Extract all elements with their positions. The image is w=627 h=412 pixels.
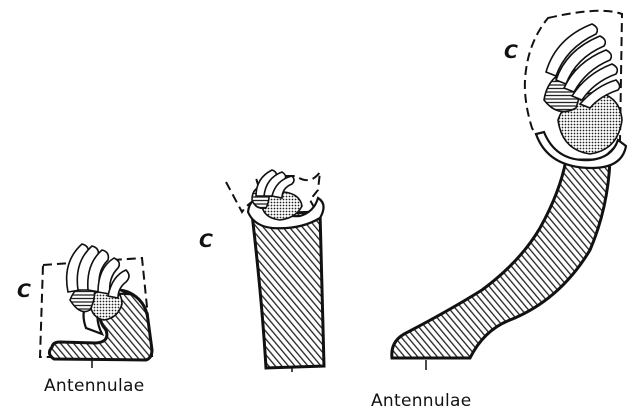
stage-2-label-c: C: [199, 230, 213, 252]
stage-3-antennulae-body: [392, 160, 610, 358]
stage-1-lamellae: [67, 244, 129, 298]
stage-3-drawing: [392, 11, 626, 370]
stage-2-drawing: [226, 170, 324, 372]
stage-2-antennulae-body: [252, 212, 324, 368]
stage-1-label-antennulae: Antennulae: [44, 376, 144, 396]
stage-1-label-c: C: [17, 280, 31, 302]
stage-3-label-c: C: [504, 41, 518, 63]
stage-3-label-antennulae: Antennulae: [371, 391, 471, 411]
stage-1-drawing: [40, 244, 152, 368]
